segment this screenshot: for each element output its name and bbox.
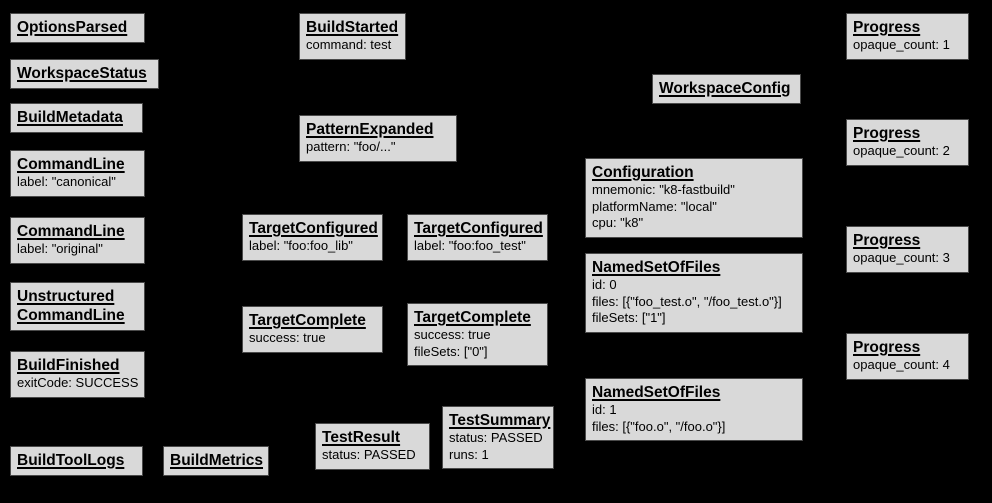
box-command-line-original: CommandLine label: "original" [10,217,145,264]
box-title: NamedSetOfFiles [592,259,721,276]
box-attr: label: "canonical" [17,174,116,189]
box-attr: label: "foo:foo_test" [414,238,526,253]
box-attr: opaque_count: 4 [853,357,950,372]
box-attr: label: "foo:foo_lib" [249,238,353,253]
box-attr: files: [{"foo.o", "/foo.o"}] [592,418,726,434]
box-title: Configuration [592,164,694,181]
box-progress-4: Progress opaque_count: 4 [846,333,969,380]
box-attr: exitCode: SUCCESS [17,375,139,390]
box-options-parsed: OptionsParsed [10,13,145,43]
box-title: Progress [853,232,921,249]
box-workspace-config: WorkspaceConfig [652,74,801,104]
box-attr: mnemonic: "k8-fastbuild" [592,182,735,197]
box-title: OptionsParsed [17,19,128,36]
box-attr: cpu: "k8" [592,215,644,230]
box-title: TargetComplete [249,312,366,329]
box-title: CommandLine [17,223,125,240]
box-title: Progress [853,19,921,36]
box-attr: id: 1 [592,402,617,417]
box-title: Progress [853,339,921,356]
box-attr: id: 0 [592,277,617,292]
box-build-started: BuildStarted command: test [299,13,406,60]
box-attr: runs: 1 [449,446,489,462]
box-test-summary: TestSummary status: PASSED runs: 1 [442,406,554,469]
box-title: Progress [853,125,921,142]
box-title: PatternExpanded [306,121,434,138]
box-named-set-of-files-1: NamedSetOfFiles id: 1 files: [{"foo.o", … [585,378,803,441]
box-title: CommandLine [17,156,125,173]
box-test-result: TestResult status: PASSED [315,423,430,470]
box-attr: command: test [306,37,392,52]
box-command-line-canonical: CommandLine label: "canonical" [10,150,145,197]
box-title: TestResult [322,429,401,446]
box-title: WorkspaceConfig [659,80,791,97]
box-attr: opaque_count: 2 [853,143,950,158]
box-title: BuildMetrics [170,452,264,469]
box-attr: success: true [249,330,326,345]
box-build-metrics: BuildMetrics [163,446,269,476]
box-title: TestSummary [449,412,551,429]
box-title: Unstructured [17,288,115,305]
box-title: BuildMetadata [17,109,123,126]
box-title: WorkspaceStatus [17,65,147,82]
box-attr: opaque_count: 1 [853,37,950,52]
box-attr: status: PASSED [449,430,543,445]
box-progress-1: Progress opaque_count: 1 [846,13,969,60]
box-attr: fileSets: ["1"] [592,310,666,325]
box-target-complete-foo-lib: TargetComplete success: true [242,306,383,353]
box-build-tool-logs: BuildToolLogs [10,446,143,476]
box-progress-3: Progress opaque_count: 3 [846,226,969,273]
box-title: BuildToolLogs [17,452,125,469]
box-attr: label: "original" [17,241,103,256]
box-workspace-status: WorkspaceStatus [10,59,159,89]
box-title: BuildFinished [17,357,120,374]
box-title: TargetConfigured [414,220,543,237]
box-attr: pattern: "foo/..." [306,139,396,154]
box-attr: success: true [414,327,491,342]
box-named-set-of-files-0: NamedSetOfFiles id: 0 files: [{"foo_test… [585,253,803,333]
box-build-finished: BuildFinished exitCode: SUCCESS [10,351,145,398]
box-target-configured-foo-test: TargetConfigured label: "foo:foo_test" [407,214,548,261]
box-progress-2: Progress opaque_count: 2 [846,119,969,166]
box-attr: opaque_count: 3 [853,250,950,265]
box-attr: platformName: "local" [592,198,717,214]
box-attr: status: PASSED [322,447,416,462]
box-title: TargetConfigured [249,220,378,237]
box-title: BuildStarted [306,19,399,36]
box-unstructured-command-line: Unstructured CommandLine [10,282,145,331]
box-attr: fileSets: ["0"] [414,343,488,359]
box-title: NamedSetOfFiles [592,384,721,401]
box-target-configured-foo-lib: TargetConfigured label: "foo:foo_lib" [242,214,383,261]
box-build-metadata: BuildMetadata [10,103,143,133]
box-attr: files: [{"foo_test.o", "/foo_test.o"}] [592,293,782,309]
box-pattern-expanded: PatternExpanded pattern: "foo/..." [299,115,457,162]
box-configuration: Configuration mnemonic: "k8-fastbuild" p… [585,158,803,238]
box-title: TargetComplete [414,309,531,326]
box-title: CommandLine [17,307,125,324]
box-target-complete-foo-test: TargetComplete success: true fileSets: [… [407,303,548,366]
